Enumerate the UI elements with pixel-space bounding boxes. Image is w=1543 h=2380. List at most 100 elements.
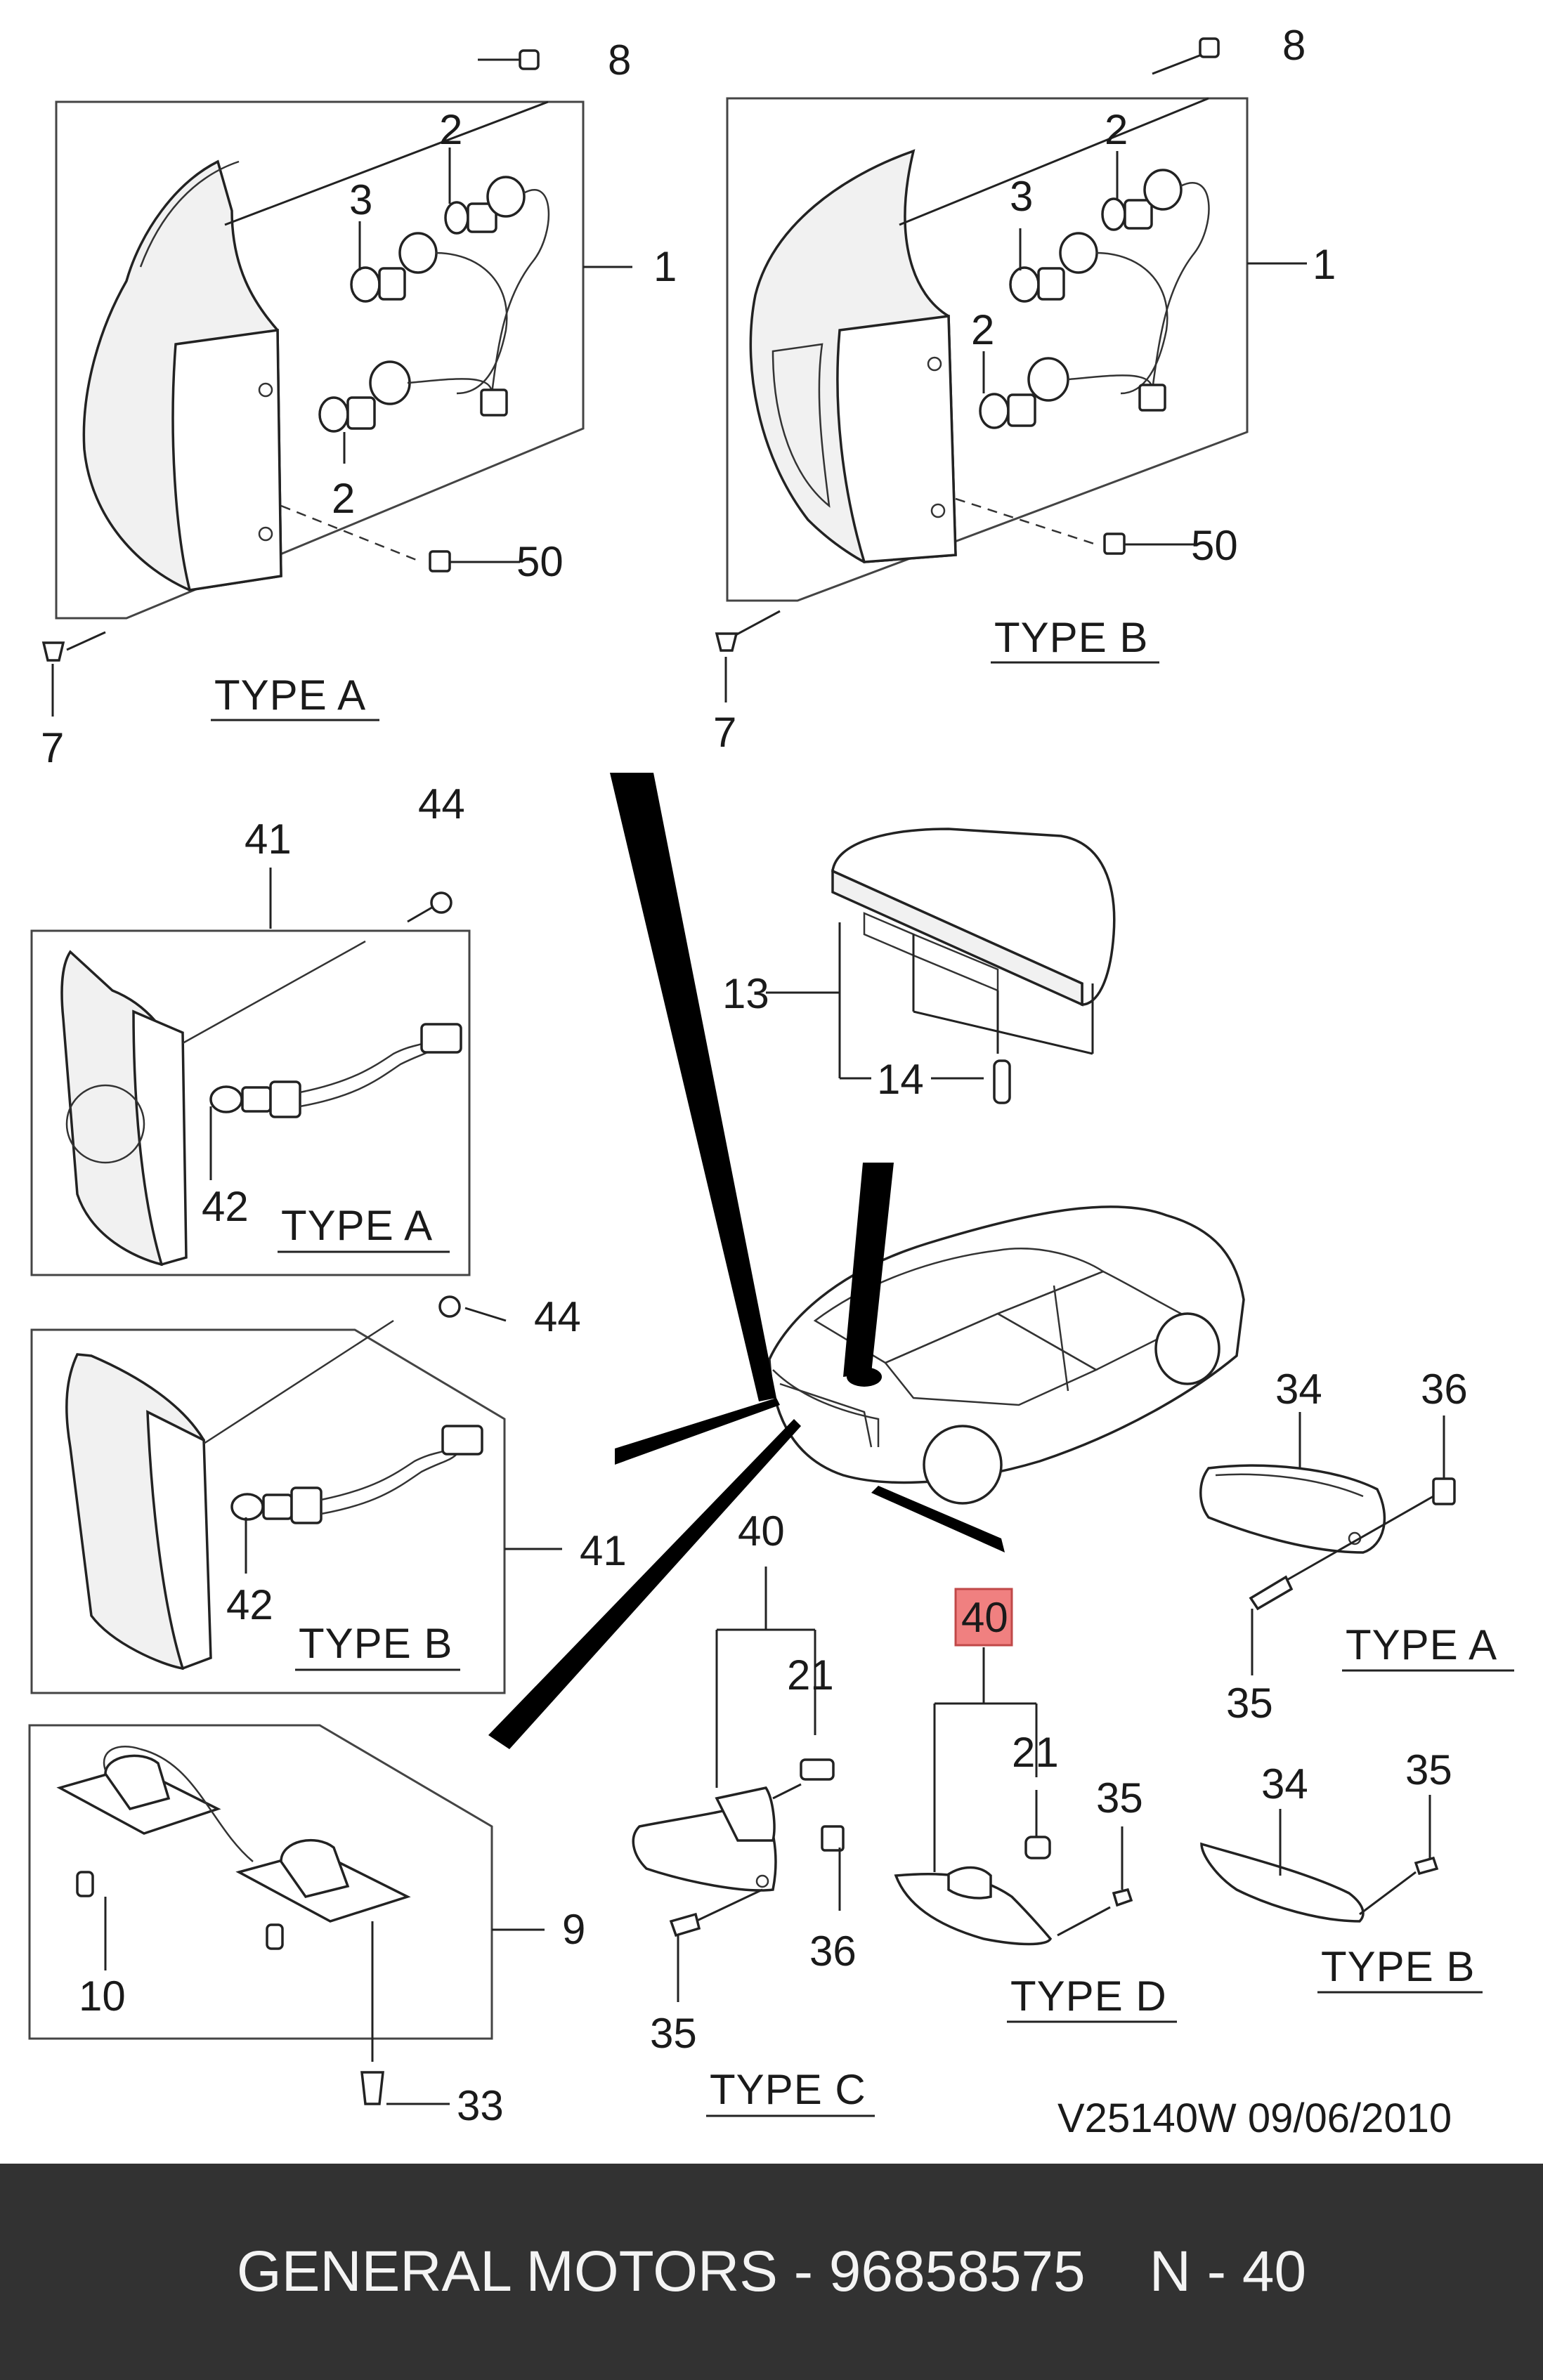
reflector-34-type-b-group bbox=[1200, 1795, 1439, 1923]
bulb-21-c bbox=[800, 1758, 835, 1781]
bulb-socket-3-b bbox=[1009, 232, 1098, 303]
pointer-wedge-rear-lamp bbox=[615, 1398, 780, 1465]
screw-8-b bbox=[1199, 37, 1220, 58]
callout-21-c: 21 bbox=[787, 1652, 834, 1699]
reflector-34-type-a-group bbox=[1199, 1412, 1456, 1675]
pointer-wedge-reflector bbox=[871, 1486, 1005, 1552]
callout-50-b: 50 bbox=[1191, 522, 1238, 569]
screw-7-b bbox=[715, 632, 738, 652]
type-a-frame bbox=[55, 100, 585, 620]
bulb-14 bbox=[993, 1059, 1011, 1104]
callout-1-b: 1 bbox=[1313, 241, 1336, 288]
label-type-b-tail: TYPE B bbox=[994, 614, 1148, 661]
callout-10: 10 bbox=[79, 1973, 126, 2020]
clip-36-c bbox=[821, 1825, 845, 1852]
callout-2-a-bottom: 2 bbox=[332, 475, 355, 522]
callout-2-a-top: 2 bbox=[439, 106, 462, 153]
callout-21-d: 21 bbox=[1012, 1729, 1059, 1776]
car-rear-wheel bbox=[923, 1425, 1003, 1505]
footer-bar: GENERAL MOTORS - 96858575 N - 40 bbox=[0, 2164, 1543, 2380]
callout-41-a: 41 bbox=[245, 816, 292, 863]
clip-50-a bbox=[429, 550, 451, 573]
callout-8-b: 8 bbox=[1282, 22, 1306, 69]
tail-lamp-type-b-group bbox=[715, 37, 1307, 702]
callout-50-a: 50 bbox=[516, 538, 564, 585]
pointer-wedge-tail bbox=[610, 773, 776, 1401]
callout-41-b: 41 bbox=[580, 1527, 627, 1574]
callout-35-a: 35 bbox=[1226, 1680, 1273, 1727]
callout-13: 13 bbox=[722, 970, 769, 1017]
reflector-34-b bbox=[1200, 1842, 1365, 1923]
callout-33: 33 bbox=[457, 2082, 504, 2129]
screw-35-d bbox=[1112, 1888, 1133, 1907]
callout-35-d: 35 bbox=[1096, 1774, 1143, 1822]
callout-42-b: 42 bbox=[226, 1581, 273, 1628]
callout-34-a: 34 bbox=[1275, 1366, 1322, 1413]
callout-8-a: 8 bbox=[608, 37, 631, 84]
callout-44-a: 44 bbox=[418, 780, 465, 828]
bulb-10-a bbox=[76, 1871, 94, 1897]
high-mount-stop-lamp-group bbox=[766, 828, 1116, 1104]
label-type-b-reflector: TYPE B bbox=[1321, 1943, 1475, 1990]
tail-lamp-a-housing bbox=[171, 328, 282, 591]
car-side-windows bbox=[884, 1312, 1098, 1406]
connector-41-b bbox=[441, 1425, 483, 1456]
callout-14: 14 bbox=[877, 1056, 924, 1103]
callout-3-b: 3 bbox=[1010, 173, 1033, 220]
harness-connector-b bbox=[1138, 384, 1166, 412]
stop-lamp-housing bbox=[831, 828, 1116, 1006]
label-type-b-rear: TYPE B bbox=[299, 1620, 453, 1667]
rear-lamp-41-type-a-group bbox=[30, 868, 471, 1276]
label-type-a-tail: TYPE A bbox=[214, 672, 366, 719]
screw-33 bbox=[360, 2071, 384, 2105]
callout-36-a: 36 bbox=[1421, 1366, 1468, 1413]
label-type-a-rear: TYPE A bbox=[281, 1202, 433, 1249]
license-lamp-frame bbox=[28, 1724, 493, 2040]
bulb-socket-2-bottom-b bbox=[979, 357, 1069, 429]
tail-lamp-b-housing bbox=[836, 315, 957, 563]
type-b-frame bbox=[726, 97, 1249, 602]
label-type-a-reflector: TYPE A bbox=[1346, 1621, 1497, 1668]
callout-2-b-top: 2 bbox=[1105, 106, 1128, 153]
callout-34-b: 34 bbox=[1261, 1760, 1308, 1807]
pointer-wedge-license bbox=[488, 1419, 801, 1749]
rear-lamp-41-b-frame bbox=[30, 1328, 506, 1694]
callout-44-b: 44 bbox=[534, 1293, 581, 1340]
nut-44-b bbox=[438, 1295, 461, 1318]
license-lamp-group bbox=[28, 1724, 545, 2105]
screw-7-a bbox=[41, 641, 65, 662]
callout-9: 9 bbox=[562, 1906, 585, 1953]
parts-diagram: 8 2 3 1 2 50 7 TYPE A bbox=[28, 22, 1514, 2141]
bulb-socket-3 bbox=[350, 232, 438, 303]
rear-lamp-41-type-b-group bbox=[30, 1295, 562, 1694]
callout-35-c: 35 bbox=[650, 2010, 697, 2057]
bulb-socket-2-bottom bbox=[318, 360, 411, 433]
callout-1-a: 1 bbox=[653, 243, 677, 290]
harness-connector bbox=[480, 388, 508, 417]
highlight-part-40 bbox=[954, 1588, 1013, 1647]
callout-40-d: 40 bbox=[961, 1594, 1008, 1641]
callout-42-a: 42 bbox=[202, 1183, 249, 1230]
bulb-10-b bbox=[266, 1923, 284, 1950]
callout-35-b: 35 bbox=[1405, 1746, 1452, 1793]
callout-7-b: 7 bbox=[713, 709, 736, 756]
label-type-c: TYPE C bbox=[710, 2066, 866, 2113]
screw-35-a bbox=[1249, 1575, 1294, 1611]
label-type-d: TYPE D bbox=[1010, 1973, 1167, 2020]
tail-lamp-type-a-group bbox=[41, 49, 632, 717]
callout-3-a: 3 bbox=[349, 176, 372, 223]
car-front-wheel bbox=[1154, 1312, 1220, 1385]
fog-lamp-type-c-group bbox=[632, 1567, 845, 2002]
bulb-socket-2-top-b bbox=[1101, 169, 1183, 231]
bulb-socket-2-top bbox=[444, 176, 526, 235]
car-body bbox=[768, 1205, 1245, 1484]
callout-2-b-bottom: 2 bbox=[971, 306, 994, 353]
screw-35-b bbox=[1414, 1856, 1439, 1876]
nut-44-a bbox=[430, 891, 453, 914]
clip-36-a bbox=[1432, 1477, 1456, 1505]
fog-lamp-type-d-group bbox=[894, 1588, 1133, 1946]
callout-36-c: 36 bbox=[809, 1928, 857, 1975]
rear-lamp-41-a-frame bbox=[30, 929, 471, 1276]
clip-50-b bbox=[1103, 532, 1126, 555]
callout-7-a: 7 bbox=[41, 724, 64, 771]
